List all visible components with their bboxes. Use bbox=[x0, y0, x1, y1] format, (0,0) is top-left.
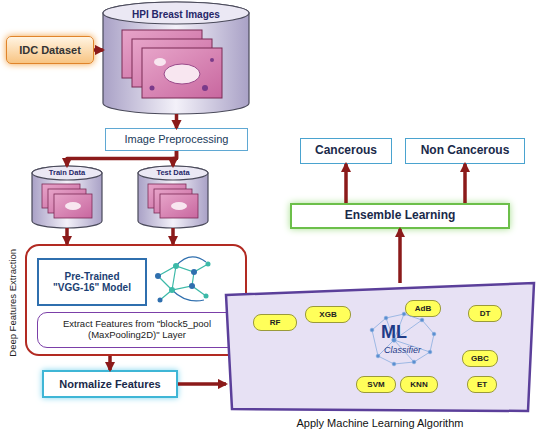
panel-shape bbox=[226, 283, 534, 411]
flow-arrow bbox=[94, 48, 103, 52]
process-box: Extract Features from "block5_pool (MaxP… bbox=[37, 312, 237, 348]
node-text: Ensemble Learning bbox=[345, 209, 456, 223]
flow-arrow bbox=[171, 228, 175, 244]
node-text: XGB bbox=[319, 310, 336, 319]
node-text: Test Data bbox=[156, 169, 189, 178]
process-box: Ensemble Learning bbox=[290, 203, 510, 229]
classifier-pill: SVM bbox=[356, 376, 396, 393]
classifier-pill: KNN bbox=[400, 376, 438, 393]
node-text: KNN bbox=[410, 380, 427, 389]
node-text: Extract Features from "block5_pool (MaxP… bbox=[58, 319, 216, 341]
network-icon bbox=[155, 257, 211, 303]
database-cylinder: HPI Breast Images bbox=[103, 2, 249, 114]
cylinder-body bbox=[138, 166, 208, 228]
process-box: Normalize Features bbox=[42, 370, 178, 398]
text-holder: Pre-Trained "VGG-16" Model bbox=[39, 260, 145, 304]
node-text: Deep Features Extraction bbox=[8, 249, 19, 357]
flow-arrow bbox=[108, 356, 112, 370]
result-box: Cancerous bbox=[300, 138, 392, 164]
classifier-pill: RF bbox=[253, 314, 297, 331]
node-text: IDC Dataset bbox=[19, 44, 81, 57]
text-holder: Non Cancerous bbox=[406, 139, 524, 163]
node-text: RF bbox=[270, 318, 281, 327]
group-box: Deep Features ExtractionPre-Trained "VGG… bbox=[25, 244, 247, 356]
text-holder: Train Data bbox=[32, 166, 102, 228]
node-text: AdB bbox=[415, 304, 431, 313]
text-holder: GBC bbox=[463, 351, 497, 366]
flow-arrow bbox=[344, 164, 348, 203]
classifier-pill: AdB bbox=[405, 300, 441, 317]
text-holder: Normalize Features bbox=[44, 372, 176, 396]
text-holder: RF bbox=[254, 315, 296, 330]
node-text: Cancerous bbox=[315, 144, 377, 158]
model-box: Pre-Trained "VGG-16" Model bbox=[37, 258, 147, 306]
text-holder: DT bbox=[469, 306, 501, 321]
classifier-pill: ET bbox=[467, 376, 497, 393]
text-holder: HPI Breast Images bbox=[103, 2, 249, 114]
flow-arrow bbox=[178, 382, 226, 386]
node-text: SVM bbox=[367, 380, 384, 389]
data-cylinder: Train Data bbox=[32, 166, 102, 228]
classifier-pill: GBC bbox=[462, 350, 498, 367]
flow-arrow bbox=[463, 164, 467, 203]
dataset-box: IDC Dataset bbox=[6, 36, 94, 64]
text-holder: IDC Dataset bbox=[7, 37, 93, 63]
classifier-pill: XGB bbox=[305, 306, 351, 323]
node-text: DT bbox=[480, 309, 491, 318]
node-text: GBC bbox=[471, 354, 489, 363]
text-holder: Image Preprocessing bbox=[106, 129, 247, 150]
text-holder: AdB bbox=[406, 301, 440, 316]
text-holder: Apply Machine Learning Algorithm bbox=[226, 414, 534, 432]
text-holder: SVM bbox=[357, 377, 395, 392]
text-holder: KNN bbox=[401, 377, 437, 392]
text-holder: Ensemble Learning bbox=[292, 205, 508, 227]
node-text: Apply Machine Learning Algorithm bbox=[297, 417, 464, 430]
classifier-panel: Apply Machine Learning AlgorithmRFXGBAdB… bbox=[226, 283, 534, 411]
cylinder-body bbox=[32, 166, 102, 228]
flow-arrow bbox=[67, 151, 177, 166]
histology-images bbox=[122, 30, 222, 98]
text-holder: Test Data bbox=[138, 166, 208, 228]
node-text: Train Data bbox=[49, 169, 85, 178]
text-holder: Extract Features from "block5_pool (MaxP… bbox=[38, 313, 236, 347]
node-text: Image Preprocessing bbox=[125, 133, 229, 146]
text-holder: Cancerous bbox=[301, 139, 391, 163]
flow-arrow bbox=[65, 228, 69, 244]
test-images bbox=[148, 184, 198, 218]
process-box: Image Preprocessing bbox=[105, 128, 248, 151]
train-images bbox=[42, 184, 92, 218]
node-text: Pre-Trained "VGG-16" Model bbox=[53, 271, 131, 294]
text-holder: ET bbox=[468, 377, 496, 392]
node-text: HPI Breast Images bbox=[132, 9, 220, 21]
text-holder: XGB bbox=[306, 307, 350, 322]
ml-classifier-icon bbox=[370, 312, 436, 366]
classifier-pill: DT bbox=[468, 305, 502, 322]
cylinder-top bbox=[103, 2, 249, 24]
flow-arrow bbox=[398, 229, 402, 283]
node-text: Non Cancerous bbox=[421, 144, 510, 158]
text-holder: Deep Features Extraction bbox=[5, 240, 21, 366]
flow-arrow bbox=[175, 114, 179, 128]
cylinder-top bbox=[138, 166, 208, 180]
node-text: ET bbox=[477, 380, 487, 389]
cylinder-body bbox=[103, 2, 249, 114]
flow-arrow bbox=[173, 151, 177, 166]
cylinder-top bbox=[32, 166, 102, 180]
node-text: Normalize Features bbox=[59, 378, 160, 391]
data-cylinder: Test Data bbox=[138, 166, 208, 228]
result-box: Non Cancerous bbox=[405, 138, 525, 164]
